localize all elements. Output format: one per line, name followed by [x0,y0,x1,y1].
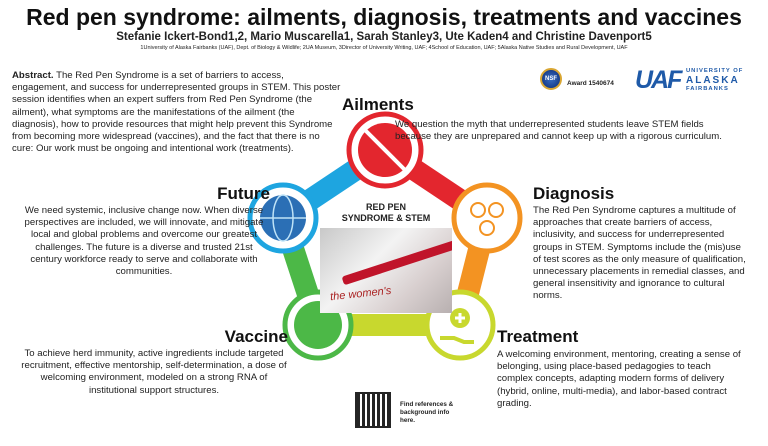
nsf-logo: NSF [540,68,562,90]
poster-title: Red pen syndrome: ailments, diagnosis, t… [26,4,742,30]
red-pen [341,239,452,286]
diagnosis-circle [451,182,523,254]
qr-caption: Find references & background info here. [400,401,454,424]
abstract-text: The Red Pen Syndrome is a set of barrier… [12,70,341,155]
abstract-label: Abstract. [12,70,54,81]
vaccine-heading: Vaccine [224,327,288,346]
uaf-line2: ALASKA [686,74,740,86]
people-icon [470,202,486,218]
diagnosis-text: The Red Pen Syndrome captures a multitud… [533,205,746,302]
red-pen-photo: the women's [320,228,452,313]
photo-text: the women's [329,284,392,304]
uaf-logo: UAF [635,66,682,94]
center-label-line1: RED PEN [365,202,406,212]
award-number: Award 1540674 [567,80,614,87]
future-text: We need systemic, inclusive change now. … [24,205,264,278]
diagnosis-heading: Diagnosis [533,184,615,203]
ailments-heading: Ailments [342,95,414,114]
future-heading: Future [217,184,270,203]
uaf-line3: FAIRBANKS [686,85,729,92]
center-label-line2: SYNDROME & STEM [341,213,431,223]
ailments-text: We question the myth that underrepresent… [395,119,722,143]
abstract: Abstract. The Red Pen Syndrome is a set … [12,70,342,155]
uaf-line1: UNIVERSITY OF [686,68,744,74]
treatment-heading: Treatment [497,327,579,346]
treatment-text: A welcoming environment, mentoring, crea… [497,349,741,409]
doctor-icon [294,301,342,349]
qr-code[interactable] [355,392,391,428]
vaccine-text: To achieve herd immunity, active ingredi… [21,348,287,396]
authors: Stefanie Ickert-Bond1,2, Mario Muscarell… [116,31,652,43]
affiliations: 1University of Alaska Fairbanks (UAF), D… [140,45,628,51]
